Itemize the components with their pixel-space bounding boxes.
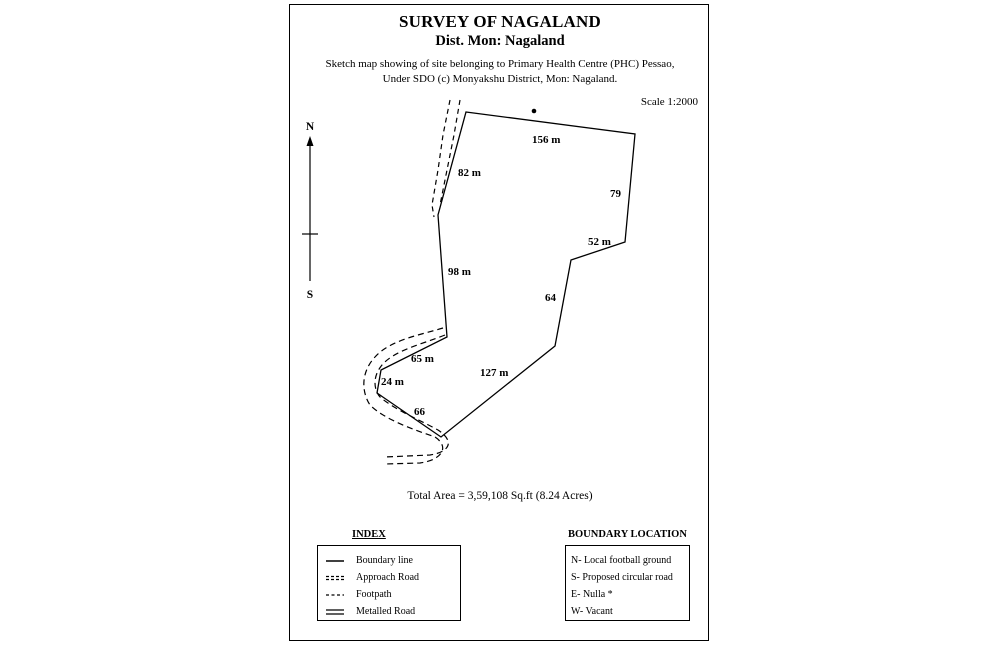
description-line-2: Under SDO (c) Monyakshu District, Mon: N… xyxy=(382,73,618,85)
reference-point xyxy=(531,108,537,114)
description-line-1: Sketch map showing of site belonging to … xyxy=(325,58,675,70)
dashed-line-icon xyxy=(326,587,344,603)
boundary-location-box: N- Local football ground S- Proposed cir… xyxy=(565,545,690,621)
measure-right-step: 52 m xyxy=(588,236,611,248)
map-sheet: SURVEY OF NAGALAND Dist. Mon: Nagaland S… xyxy=(289,4,709,641)
sketch-map: N S 156 m 82 m 79 52 m 98 m 64 65 m 127 … xyxy=(302,99,636,465)
footpath-inner xyxy=(374,334,449,458)
boundary-east: E- Nulla * xyxy=(571,589,613,600)
legend-label: Boundary line xyxy=(356,555,413,566)
measure-top: 156 m xyxy=(532,134,560,146)
double-solid-line-icon xyxy=(326,604,344,620)
total-area: Total Area = 3,59,108 Sq.ft (8.24 Acres) xyxy=(407,490,593,502)
boundary-south: S- Proposed circular road xyxy=(571,572,673,583)
north-arrow-icon xyxy=(306,136,314,146)
compass-south-label: S xyxy=(307,289,313,301)
compass-north-label: N xyxy=(306,121,315,133)
double-dashed-line-icon xyxy=(326,570,344,586)
measure-upper-left: 82 m xyxy=(458,167,481,179)
boundary-location-heading: BOUNDARY LOCATION xyxy=(568,529,687,540)
approach-road xyxy=(431,99,461,218)
measure-lower-left-1: 65 m xyxy=(411,353,434,365)
approach-road-line-1 xyxy=(431,99,451,218)
boundary-north: N- Local football ground xyxy=(571,555,672,566)
measure-bottom-right: 127 m xyxy=(480,367,508,379)
legend-label: Approach Road xyxy=(356,572,420,583)
map-subtitle: Dist. Mon: Nagaland xyxy=(435,33,565,49)
measure-right-upper: 79 xyxy=(610,188,622,200)
scale-label: Scale 1:2000 xyxy=(640,96,698,108)
site-boundary xyxy=(376,111,636,438)
approach-road-line-2 xyxy=(439,99,461,206)
map-description: Sketch map showing of site belonging to … xyxy=(290,57,710,87)
index-heading: INDEX xyxy=(352,529,386,540)
compass: N S xyxy=(302,121,318,301)
measure-right-middle: 64 xyxy=(545,292,557,304)
measure-bottom-left: 66 xyxy=(414,406,426,418)
map-title: SURVEY OF NAGALAND xyxy=(399,12,601,31)
solid-line-icon xyxy=(326,553,344,569)
footpath xyxy=(363,327,449,465)
measure-lower-left-2: 24 m xyxy=(381,376,404,388)
footpath-outer xyxy=(363,327,444,465)
measure-left-middle: 98 m xyxy=(448,266,471,278)
legend-label: Footpath xyxy=(356,589,392,600)
index-legend: Boundary line Approach Road Footpath Met… xyxy=(317,545,461,621)
legend-label: Metalled Road xyxy=(356,606,416,617)
boundary-west: W- Vacant xyxy=(571,606,613,617)
